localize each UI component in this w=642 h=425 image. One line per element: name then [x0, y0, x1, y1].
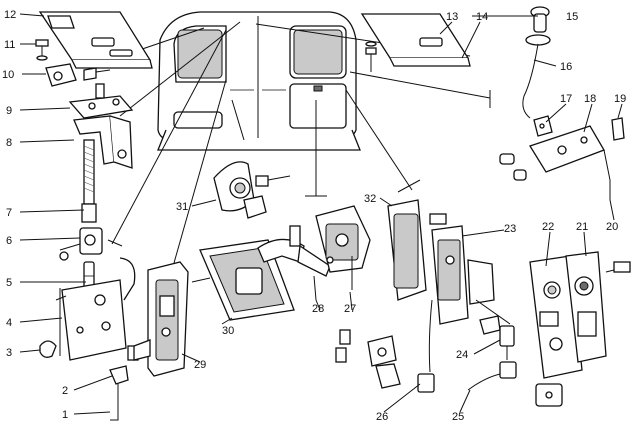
callout-21: 21	[576, 221, 588, 233]
lock-bracket-8	[73, 115, 133, 169]
callout-24: 24	[456, 349, 468, 361]
callout-12: 12	[4, 9, 16, 21]
callout-7: 7	[6, 207, 12, 219]
callout-13: 13	[446, 11, 458, 23]
rod-2	[109, 365, 129, 402]
callout-32: 32	[364, 193, 376, 205]
bolt-14	[365, 41, 377, 72]
callout-8: 8	[6, 137, 12, 149]
callout-2: 2	[62, 385, 68, 397]
callout-26: 26	[376, 411, 388, 423]
latch-plate-27	[315, 205, 371, 290]
spring-19	[611, 117, 625, 141]
hinge-plate-13	[360, 13, 471, 67]
callout-leaders	[19, 13, 623, 415]
callout-9: 9	[6, 105, 12, 117]
lock-cylinder-6	[59, 227, 103, 261]
callout-14: 14	[476, 11, 488, 23]
bracket-26	[335, 329, 401, 389]
van-rear-body	[157, 11, 361, 151]
lock-mechanism-23	[431, 225, 511, 335]
callout-3: 3	[6, 347, 12, 359]
callout-27: 27	[344, 303, 356, 315]
lever-plate-18	[499, 125, 605, 181]
bracket-10	[45, 63, 111, 87]
callout-22: 22	[542, 221, 554, 233]
support-bracket-9	[68, 83, 134, 119]
latch-housing-21	[565, 251, 631, 363]
bolt-11	[35, 39, 49, 61]
callout-5: 5	[6, 277, 12, 289]
callout-18: 18	[584, 93, 596, 105]
callout-17: 17	[560, 93, 572, 105]
knob-15	[530, 6, 550, 33]
callout-29: 29	[194, 359, 206, 371]
handle-28	[257, 225, 331, 301]
callout-6: 6	[6, 235, 12, 247]
wire-25	[467, 361, 517, 391]
callout-23: 23	[504, 223, 516, 235]
rod-16	[522, 34, 551, 119]
latch-lever-4	[55, 257, 139, 361]
assembly-leader-lines	[107, 21, 491, 271]
clip-3	[39, 340, 57, 358]
spring-rod-7	[81, 139, 97, 223]
lock-housing-29	[133, 261, 189, 377]
knob-31	[213, 161, 291, 219]
connector-24	[499, 325, 515, 360]
callout-1: 1	[62, 409, 68, 421]
door-panel-32	[387, 199, 447, 301]
callout-4: 4	[6, 317, 12, 329]
rod-end-1	[110, 402, 119, 421]
hinge-plate-12	[38, 11, 153, 69]
callout-10: 10	[2, 69, 14, 81]
rod-20	[603, 149, 611, 200]
callout-20: 20	[606, 221, 618, 233]
connector-26	[417, 299, 435, 393]
callout-11: 11	[4, 39, 15, 51]
callout-28: 28	[312, 303, 324, 315]
callout-15: 15	[566, 11, 578, 23]
callout-labels: 1 2 3 4 5 6 7 8 9 10 11 12 13 14 15 16 1…	[2, 9, 626, 423]
callout-16: 16	[560, 61, 572, 73]
callout-31: 31	[176, 201, 188, 213]
callout-19: 19	[614, 93, 626, 105]
callout-25: 25	[452, 411, 464, 423]
callout-30: 30	[222, 325, 234, 337]
